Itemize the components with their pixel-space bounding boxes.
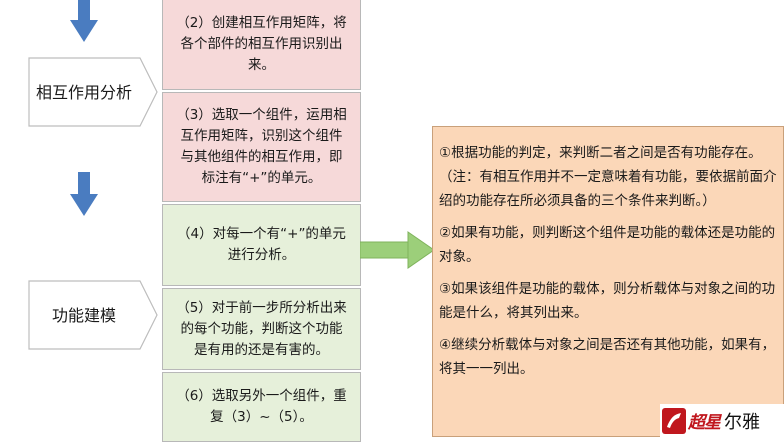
logo-script: 超星 <box>688 413 721 433</box>
down-arrow-icon <box>70 0 98 42</box>
phase-label: 功能建模 <box>51 306 116 325</box>
step-text: （2）创建相互作用矩阵，将各个部件的相互作用识别出来。 <box>176 14 347 73</box>
step-box-5: （5）对于前一步所分析出来的每个功能，判断这个功能是有用的还是有害的。 <box>162 288 361 370</box>
note-item: ①根据功能的判定，来判断二者之间是否有功能存在。（注：有相互作用并不一定意味着有… <box>439 145 777 209</box>
phase-function-modeling: 功能建模 <box>28 280 158 350</box>
phase-interaction-analysis: 相互作用分析 <box>28 57 158 127</box>
note-item: ④继续分析载体与对象之间是否还有其他功能，如果有，将其一一列出。 <box>439 337 776 377</box>
step-box-2: （2）创建相互作用矩阵，将各个部件的相互作用识别出来。 <box>162 0 361 90</box>
step-text: （3）选取一个组件，运用相互作用矩阵，识别这个组件与其他组件的相互作用，即标注有… <box>176 107 347 186</box>
phase-label: 相互作用分析 <box>35 83 132 102</box>
note-item: ③如果该组件是功能的载体，则分析载体与对象之间的功能是什么，将其列出来。 <box>439 281 776 321</box>
step-box-6: （6）选取另外一个组件，重复（3）~（5）。 <box>162 372 361 442</box>
step-text: （5）对于前一步所分析出来的每个功能，判断这个功能是有用的还是有害的。 <box>176 299 347 358</box>
step-text: （4）对每一个有“+”的单元进行分析。 <box>177 226 346 263</box>
note-item: ②如果有功能，则判断这个组件是功能的载体还是功能的对象。 <box>439 225 776 265</box>
analysis-notes-panel: ①根据功能的判定，来判断二者之间是否有功能存在。（注：有相互作用并不一定意味着有… <box>432 126 784 437</box>
down-arrow-icon <box>70 172 98 216</box>
step-box-3: （3）选取一个组件，运用相互作用矩阵，识别这个组件与其他组件的相互作用，即标注有… <box>162 92 361 202</box>
right-arrow-icon <box>359 230 435 270</box>
step-box-4: （4）对每一个有“+”的单元进行分析。 <box>162 204 361 286</box>
logo-mark-icon <box>662 407 686 434</box>
step-text: （6）选取另外一个组件，重复（3）~（5）。 <box>176 388 347 425</box>
logo-text: 尔雅 <box>724 411 760 433</box>
chaoxing-erya-logo: 超星 尔雅 <box>660 404 784 437</box>
